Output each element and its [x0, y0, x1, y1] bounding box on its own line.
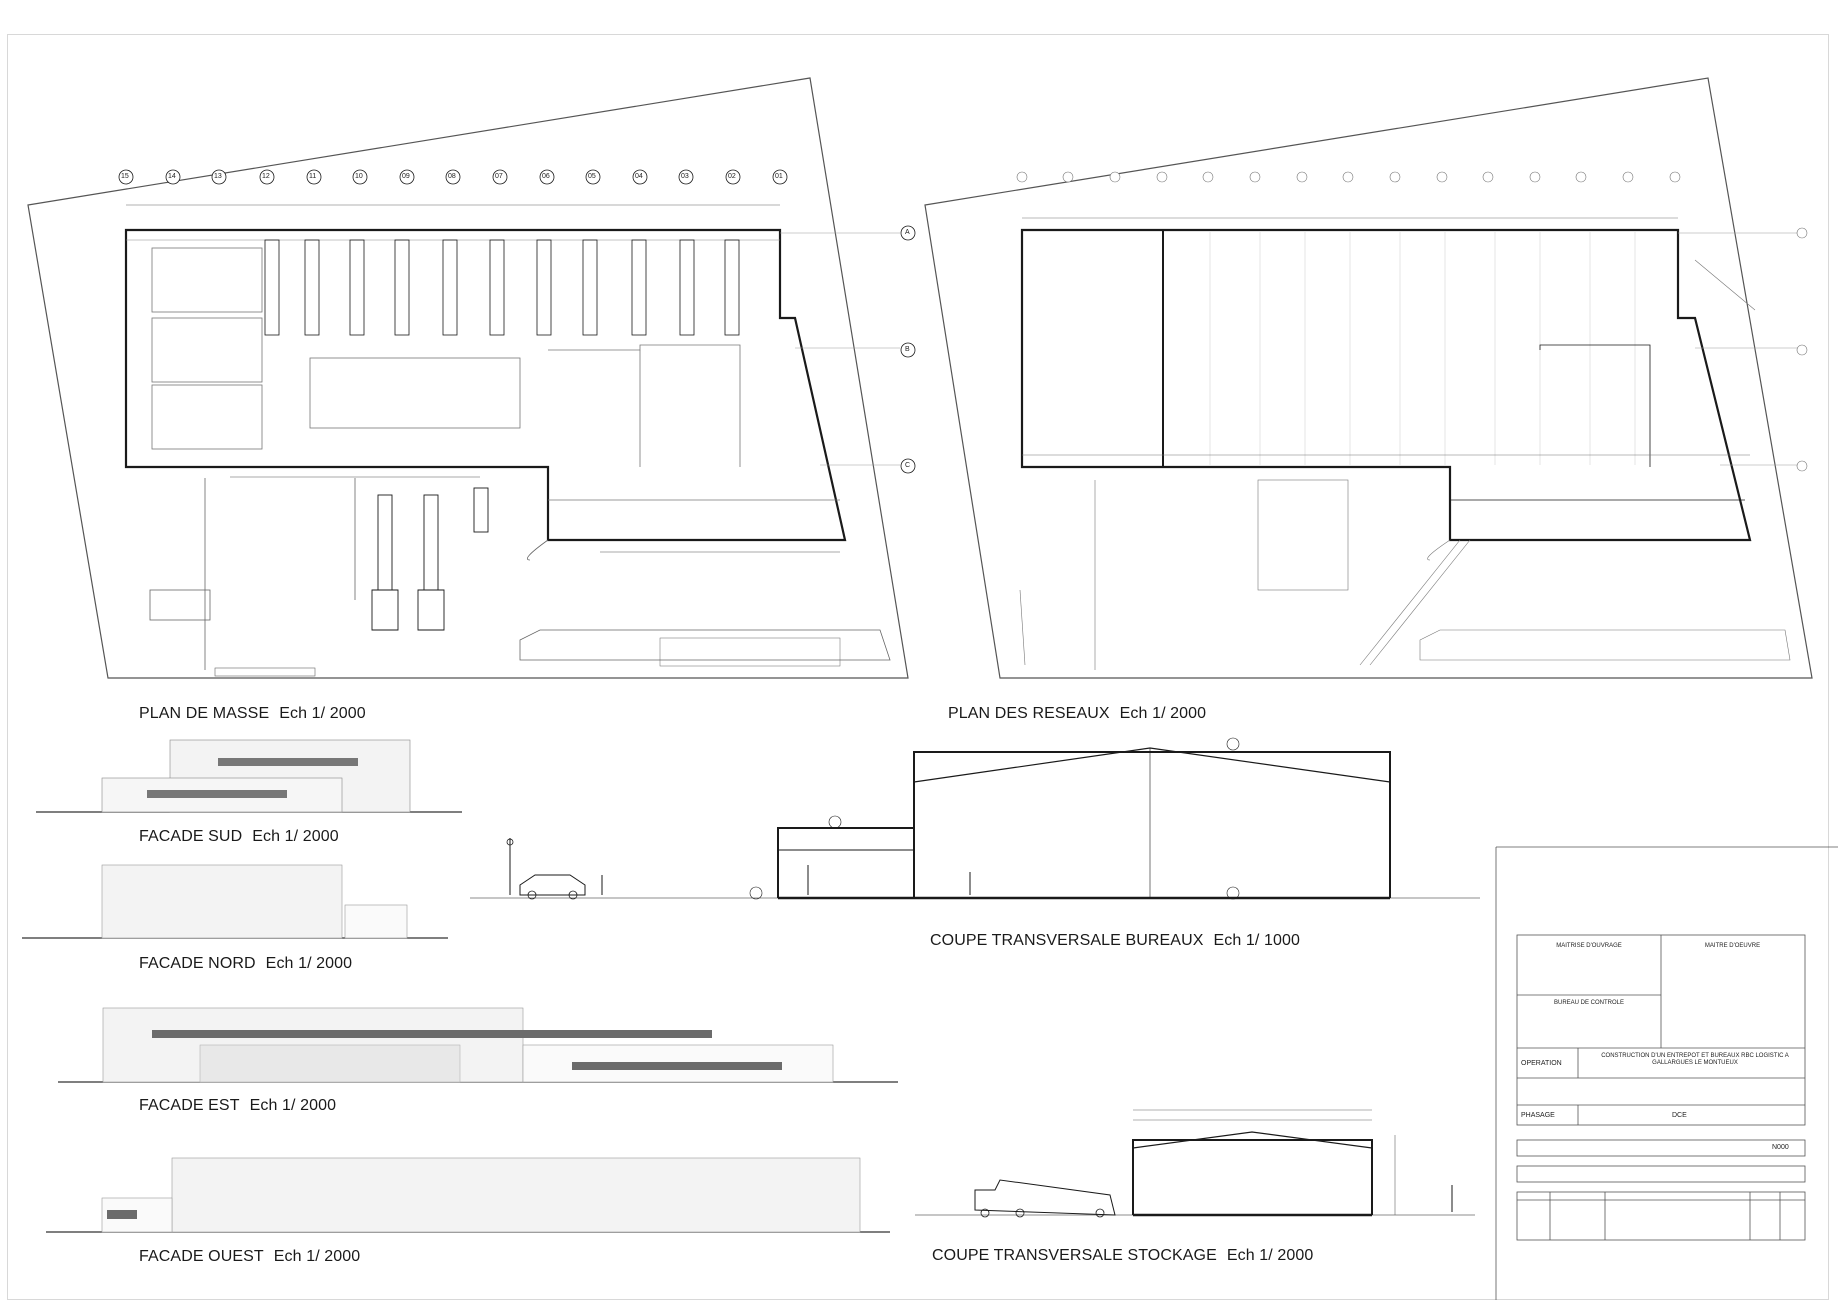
coupe-bureaux-drawing: [470, 737, 1480, 900]
grid-label: 15: [121, 173, 129, 180]
view-title: COUPE TRANSVERSALE STOCKAGE: [932, 1247, 1217, 1264]
caption-facade-sud: FACADE SUD Ech 1/ 2000: [139, 828, 339, 846]
title-block-operation-value: CONSTRUCTION D'UN ENTREPOT ET BUREAUX RB…: [1601, 1053, 1789, 1066]
title-block-maitrise-ouvrage: MAITRISE D'OUVRAGE: [1556, 943, 1622, 949]
grid-label: 07: [495, 173, 503, 180]
view-scale: Ech 1/ 2000: [1226, 1247, 1314, 1264]
title-block-phasage-label: PHASAGE: [1521, 1112, 1555, 1119]
caption-facade-ouest: FACADE OUEST Ech 1/ 2000: [139, 1248, 360, 1266]
view-title: FACADE EST: [139, 1097, 240, 1114]
grid-label: 12: [262, 173, 270, 180]
view-scale: Ech 1/ 2000: [252, 828, 339, 845]
dock-doors: [230, 476, 840, 553]
grid-label: 03: [681, 173, 689, 180]
title-block-maitre-oeuvre: MAITRE D'OEUVRE: [1704, 943, 1761, 949]
view-scale: Ech 1/ 2000: [279, 705, 366, 722]
view-scale: Ech 1/ 1000: [1213, 932, 1300, 949]
caption-plan-reseaux: PLAN DES RESEAUX Ech 1/ 2000: [948, 705, 1206, 723]
storage-racks: [264, 239, 740, 336]
title-block-phasage-value: DCE: [1672, 1112, 1687, 1119]
grid-label: 01: [775, 173, 783, 180]
internal-rooms: [151, 247, 840, 501]
view-scale: Ech 1/ 2000: [249, 1097, 337, 1114]
title-block-indice: N000: [1772, 1144, 1789, 1151]
grid-label: 09: [402, 173, 410, 180]
title-block-frame: [1495, 846, 1838, 1300]
grid-row-lines: [780, 232, 900, 466]
grid-label: 14: [168, 173, 176, 180]
network-lines: [1019, 217, 1791, 670]
view-scale: Ech 1/ 2000: [265, 955, 353, 972]
facade-ouest-drawing: [46, 1157, 890, 1233]
grid-label: B: [905, 346, 910, 353]
view-scale: Ech 1/ 2000: [273, 1248, 361, 1265]
grid-label: 11: [309, 173, 317, 180]
view-title: PLAN DE MASSE: [139, 705, 270, 722]
grid-label: C: [905, 462, 911, 469]
view-title: FACADE SUD: [139, 828, 243, 845]
grid-row-lines-reseaux: [1678, 232, 1800, 466]
facade-est-drawing: [58, 1007, 898, 1083]
column-grid-bubbles-reseaux: [1016, 171, 1808, 472]
view-title: COUPE TRANSVERSALE BUREAUX: [930, 932, 1204, 949]
view-title: PLAN DES RESEAUX: [948, 705, 1110, 722]
caption-facade-nord: FACADE NORD Ech 1/ 2000: [139, 955, 352, 973]
view-scale: Ech 1/ 2000: [1119, 705, 1207, 722]
grid-label: 13: [214, 173, 222, 180]
plan-masse-drawing: [27, 77, 909, 679]
site-boundary: [27, 77, 909, 679]
site-boundary-reseaux: [924, 77, 1813, 679]
title-block-bureau-controle: BUREAU DE CONTROLE: [1553, 1000, 1624, 1006]
title-block-operation-label: OPERATION: [1521, 1060, 1562, 1067]
grid-label: 08: [448, 173, 456, 180]
truck-bays: [371, 487, 489, 631]
view-title: FACADE NORD: [139, 955, 256, 972]
caption-coupe-bureaux: COUPE TRANSVERSALE BUREAUX Ech 1/ 1000: [930, 932, 1300, 950]
caption-coupe-stockage: COUPE TRANSVERSALE STOCKAGE Ech 1/ 2000: [932, 1247, 1313, 1265]
building-outline: [124, 228, 847, 542]
grid-label: 06: [542, 173, 550, 180]
grid-label: A: [905, 229, 910, 236]
building-outline-reseaux: [1020, 228, 1752, 542]
grid-label: 05: [588, 173, 596, 180]
coupe-stockage-drawing: [915, 1109, 1475, 1218]
grid-label: 04: [635, 173, 643, 180]
caption-facade-est: FACADE EST Ech 1/ 2000: [139, 1097, 336, 1115]
parking-area: [149, 478, 891, 677]
plan-reseaux-drawing: [924, 77, 1813, 679]
view-title: FACADE OUEST: [139, 1248, 264, 1265]
column-grid-bubbles-masse: [118, 169, 916, 474]
grid-label: 10: [355, 173, 363, 180]
facade-sud-drawing: [36, 739, 462, 813]
grid-label: 02: [728, 173, 736, 180]
caption-plan-masse: PLAN DE MASSE Ech 1/ 2000: [139, 705, 366, 723]
facade-nord-drawing: [22, 864, 448, 939]
